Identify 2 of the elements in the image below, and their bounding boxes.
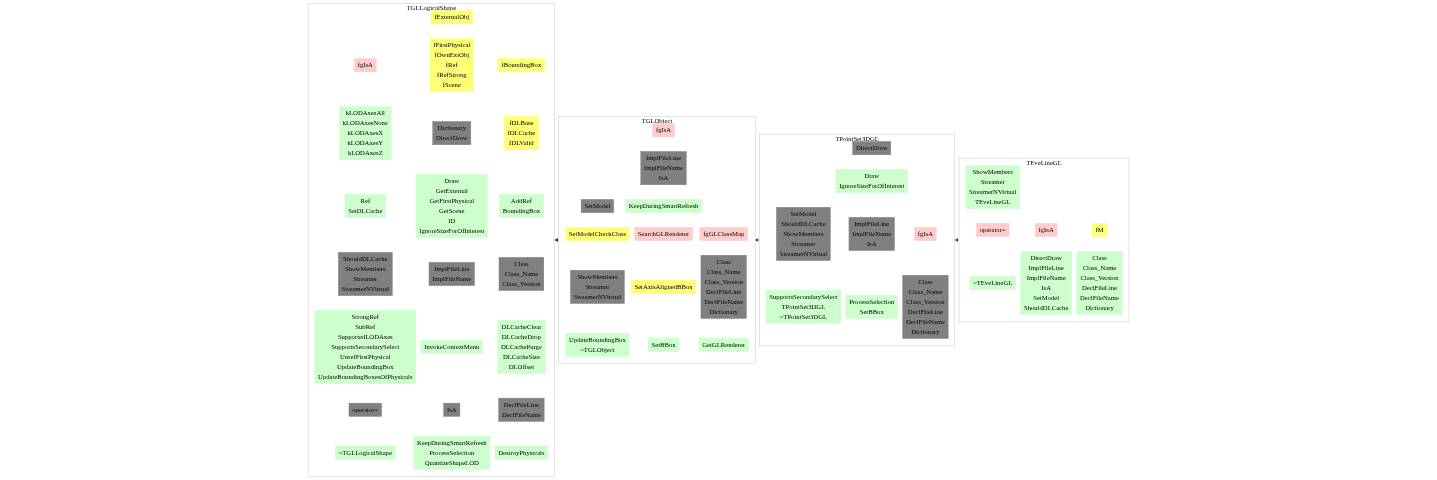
arrow — [954, 238, 960, 242]
arrow — [755, 238, 760, 242]
